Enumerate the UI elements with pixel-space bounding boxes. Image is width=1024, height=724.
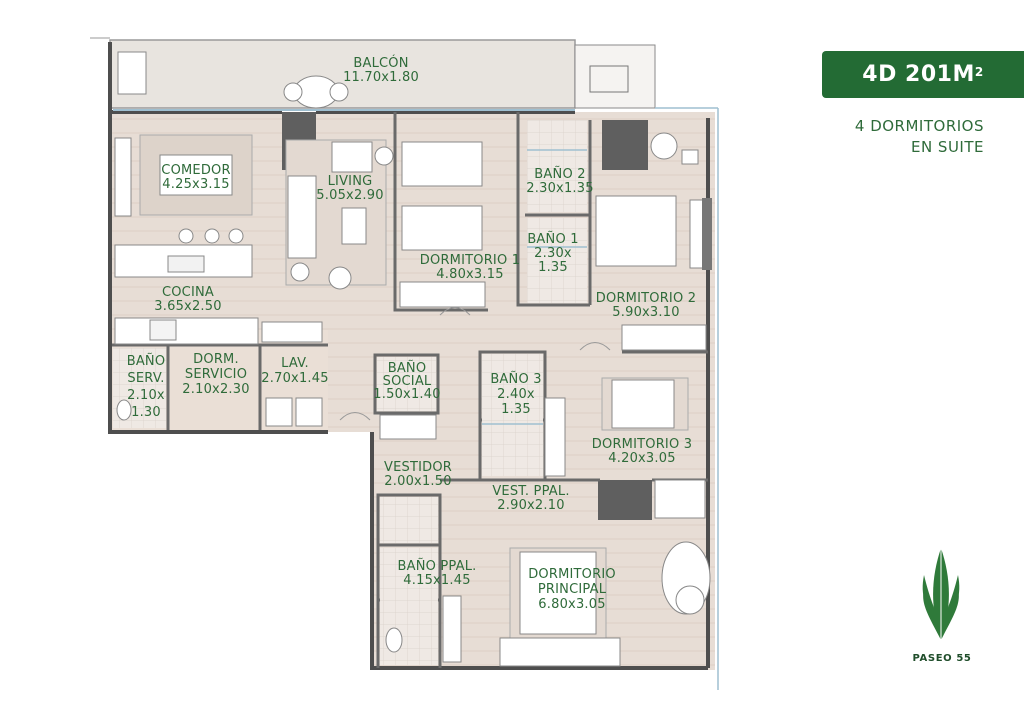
unit-subtitle: 4 DORMITORIOS EN SUITE	[855, 116, 984, 158]
unit-code: 4D 201M	[862, 62, 975, 87]
closet	[499, 637, 621, 667]
room-label-bano-ppal: BAÑO PPAL.4.15x1.45	[397, 559, 477, 588]
brand-name: PASEO 55	[912, 653, 972, 664]
bed	[595, 195, 677, 267]
subtitle-line-1: 4 DORMITORIOS	[854, 117, 984, 135]
room-label-lav: LAV.2.70x1.45	[261, 356, 329, 386]
closet	[399, 281, 486, 308]
subtitle-line-2: EN SUITE	[910, 138, 984, 156]
room-label-vest-ppal: VEST. PPAL.2.90x2.10	[492, 484, 570, 513]
column	[602, 120, 648, 170]
bed	[519, 551, 597, 635]
palm-logo-icon	[922, 548, 960, 642]
bed	[401, 205, 483, 251]
sofa	[287, 175, 317, 259]
unit-superscript: 2	[974, 64, 984, 79]
closet	[621, 324, 707, 351]
dining-table	[159, 154, 233, 196]
kitchen-counter	[114, 317, 259, 345]
bed	[401, 141, 483, 187]
column	[598, 480, 652, 520]
bed	[611, 379, 675, 429]
